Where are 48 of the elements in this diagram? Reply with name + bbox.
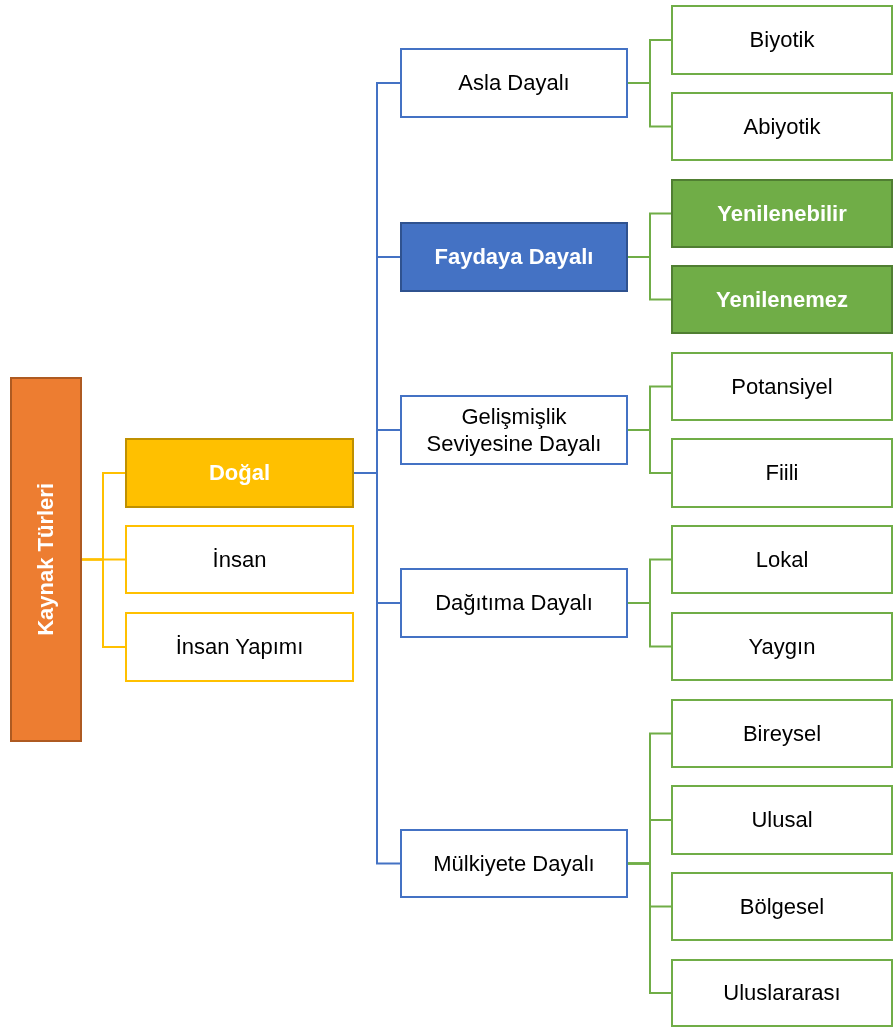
node-label: İnsan bbox=[212, 545, 267, 574]
node-label: Mülkiyete Dayalı bbox=[433, 849, 595, 878]
category-box bbox=[671, 959, 893, 1027]
node-label: Dağıtıma Dayalı bbox=[435, 589, 593, 617]
node-label: Lokal bbox=[755, 545, 809, 574]
node-label: Uluslararası bbox=[723, 979, 841, 1007]
category-box bbox=[671, 438, 893, 508]
category-box bbox=[125, 525, 354, 594]
node-label: Abiyotik bbox=[743, 112, 821, 141]
category-box bbox=[671, 92, 893, 161]
category-box bbox=[671, 265, 893, 334]
category-box bbox=[125, 438, 354, 508]
connector-line bbox=[627, 862, 672, 994]
node-label: Faydaya Dayalı bbox=[434, 243, 594, 271]
connector-line bbox=[81, 558, 126, 648]
node-label: Fiili bbox=[765, 459, 799, 487]
node-label: Asla Dayalı bbox=[458, 69, 570, 97]
connector-line bbox=[627, 602, 672, 648]
node-label: Biyotik bbox=[749, 26, 815, 54]
connector-line bbox=[627, 256, 672, 301]
category-box bbox=[400, 829, 628, 898]
category-box bbox=[400, 222, 628, 292]
category-box bbox=[671, 699, 893, 768]
category-box bbox=[671, 5, 893, 75]
category-box bbox=[671, 352, 893, 421]
connector-line bbox=[627, 82, 672, 128]
node-label: Gelişmişlik Seviyesine Dayalı bbox=[425, 402, 603, 458]
node-label: Ulusal bbox=[751, 806, 813, 834]
node-label: Potansiyel bbox=[731, 372, 833, 401]
category-box bbox=[671, 612, 893, 681]
node-label: Bölgesel bbox=[739, 892, 825, 921]
connector-line bbox=[627, 429, 672, 474]
node-label: Yaygın bbox=[748, 632, 816, 661]
node-label: Kaynak Türleri bbox=[32, 483, 60, 636]
category-box bbox=[400, 48, 628, 118]
category-box bbox=[400, 568, 628, 638]
category-box bbox=[671, 179, 893, 248]
category-box bbox=[125, 612, 354, 682]
node-label: Yenilenemez bbox=[715, 285, 849, 314]
node-label: Yenilenebilir bbox=[717, 199, 847, 228]
node-label: Bireysel bbox=[742, 719, 822, 748]
category-box bbox=[400, 395, 628, 465]
category-box bbox=[671, 785, 893, 855]
category-box bbox=[671, 525, 893, 594]
node-label: Doğal bbox=[208, 459, 271, 487]
title-bar bbox=[10, 377, 82, 742]
category-box bbox=[671, 872, 893, 941]
node-label: İnsan Yapımı bbox=[175, 633, 304, 661]
